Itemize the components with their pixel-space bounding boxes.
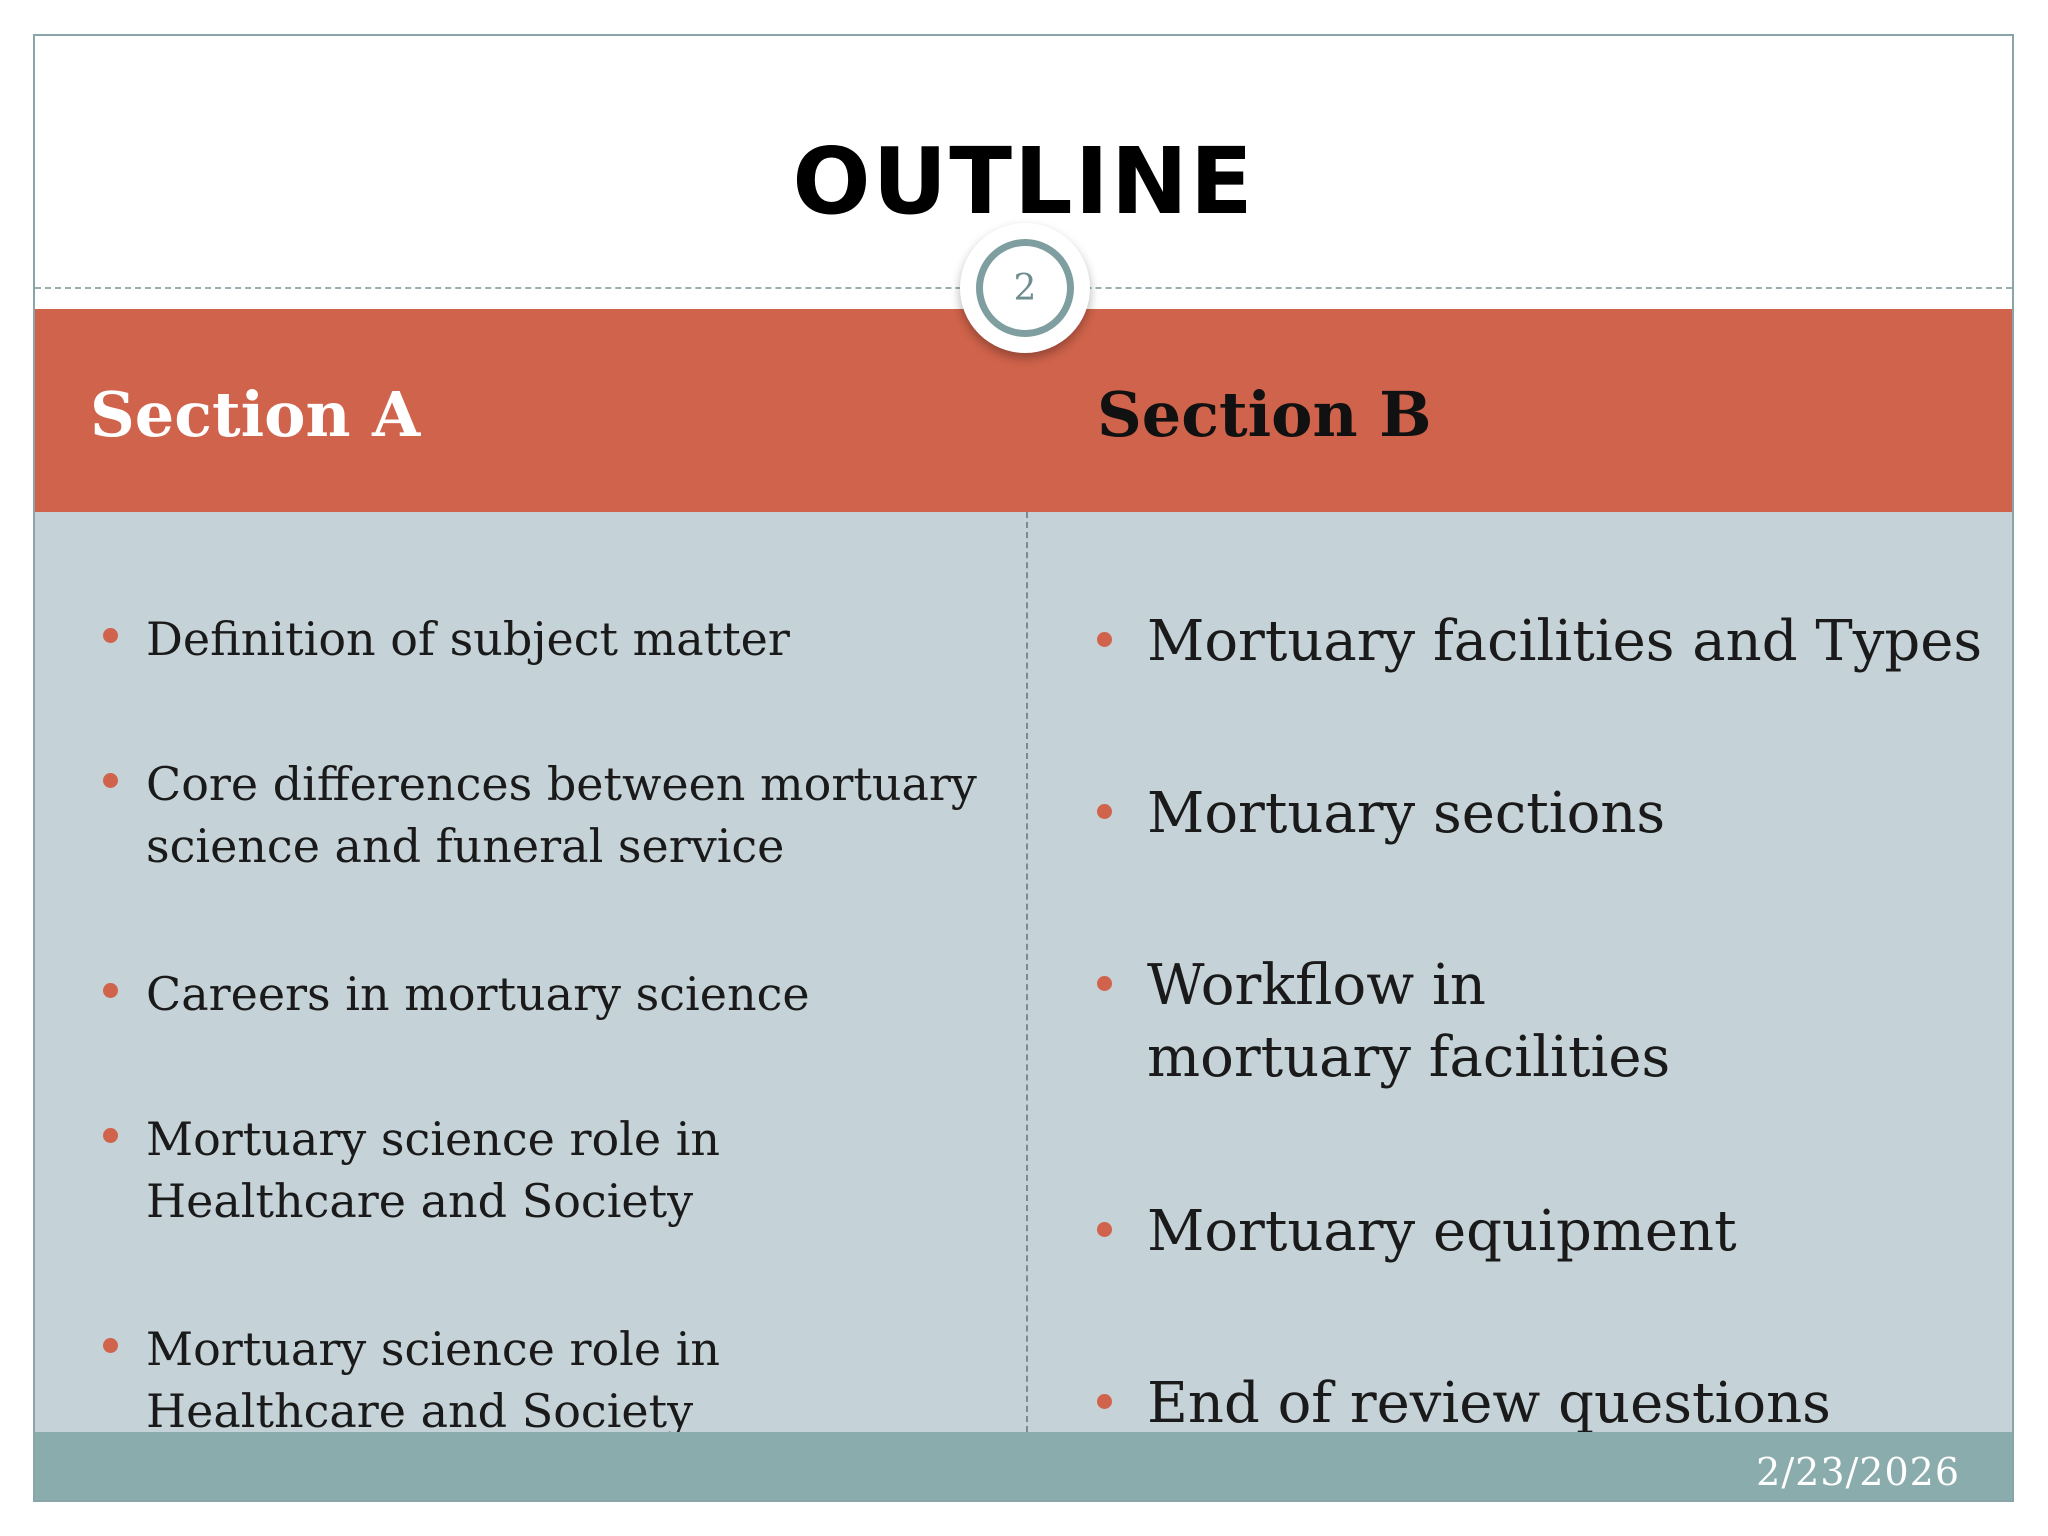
section-b-item-5: End of review questions — [1085, 1368, 2005, 1440]
slide-title: OUTLINE — [792, 128, 1255, 235]
section-b-heading: Section B — [1097, 378, 1432, 451]
section-b-item-3: Workflow in mortuary facilities — [1085, 950, 1765, 1094]
slide: OUTLINE Section A Section B Definition o… — [33, 34, 2014, 1502]
bullet-dot — [103, 628, 118, 643]
section-a-heading: Section A — [90, 378, 421, 451]
section-a-item-1: Definition of subject matter — [90, 608, 1000, 670]
column-divider — [1026, 512, 1028, 1432]
section-header-band: Section A Section B — [35, 309, 2012, 512]
slide-number: 2 — [976, 239, 1074, 337]
slide-number-badge: 2 — [960, 223, 1090, 353]
bullet-dot — [103, 1128, 118, 1143]
content-area: Definition of subject matter Core differ… — [35, 512, 2012, 1438]
bullet-dot — [1097, 976, 1112, 991]
section-a-item-5: Mortuary science role in Healthcare and … — [90, 1318, 790, 1442]
section-b-item-4: Mortuary equipment — [1085, 1196, 2005, 1268]
footer-band: 2/23/2026 — [35, 1432, 2012, 1500]
section-b-item-1: Mortuary facilities and Types — [1085, 606, 2005, 678]
section-a-item-4: Mortuary science role in Healthcare and … — [90, 1108, 790, 1232]
bullet-dot — [103, 773, 118, 788]
bullet-dot — [1097, 632, 1112, 647]
slide-date: 2/23/2026 — [1756, 1450, 1960, 1494]
bullet-dot — [1097, 804, 1112, 819]
bullet-dot — [1097, 1394, 1112, 1409]
section-a-item-2: Core differences between mortuary scienc… — [90, 753, 1000, 877]
section-a-item-3: Careers in mortuary science — [90, 963, 1000, 1025]
bullet-dot — [1097, 1222, 1112, 1237]
section-b-item-2: Mortuary sections — [1085, 778, 2005, 850]
bullet-dot — [103, 983, 118, 998]
bullet-dot — [103, 1338, 118, 1353]
